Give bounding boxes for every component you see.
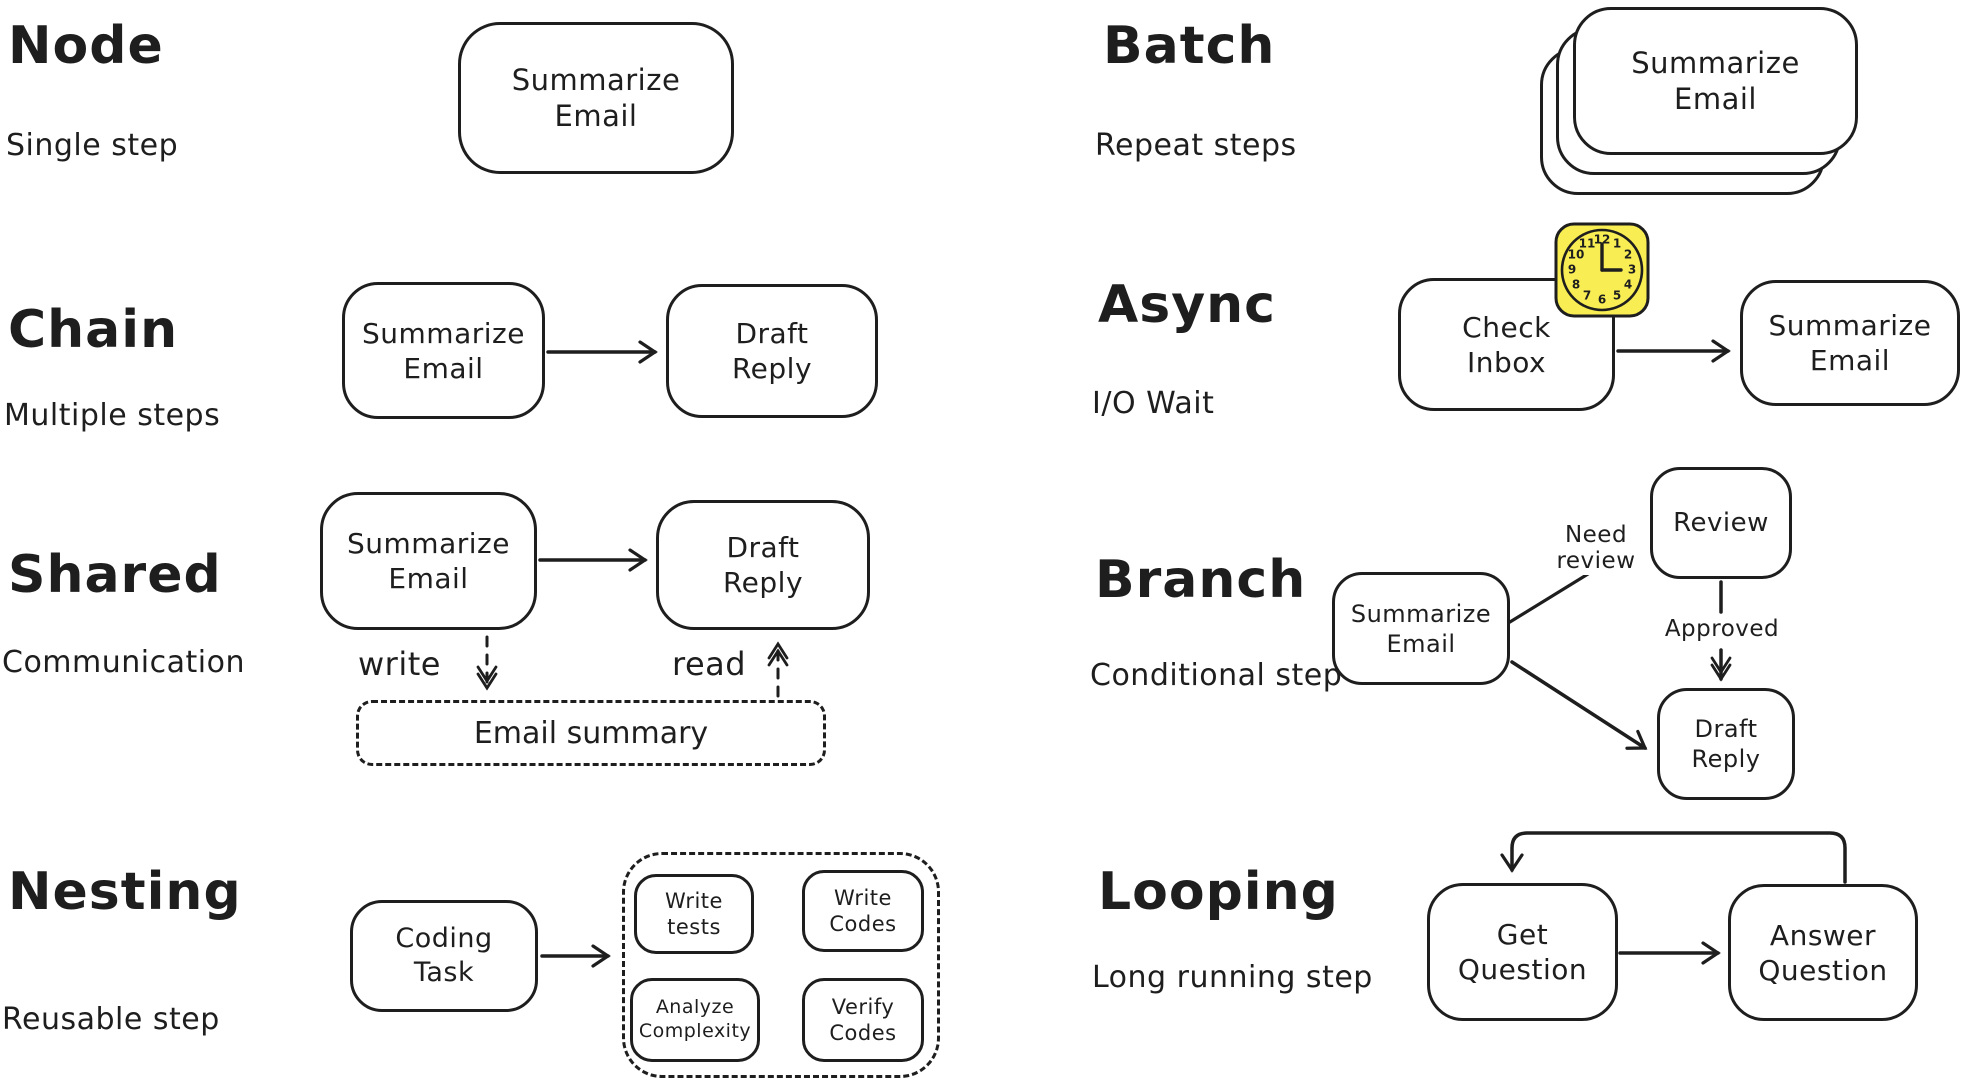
shared-title: Shared bbox=[8, 545, 222, 605]
clock-icon: 12 1 2 3 4 5 6 7 8 9 10 11 bbox=[1554, 222, 1650, 318]
node-subtitle: Single step bbox=[6, 128, 179, 163]
shared-box-draft-reply: Draft Reply bbox=[656, 500, 870, 630]
nesting-subtitle: Reusable step bbox=[2, 1002, 220, 1037]
branch-box-review: Review bbox=[1650, 467, 1792, 579]
async-box-summarize-email: Summarize Email bbox=[1740, 280, 1960, 406]
async-subtitle: I/O Wait bbox=[1092, 386, 1215, 421]
nesting-box-analyze-complexity: Analyze Complexity bbox=[630, 978, 760, 1062]
nesting-box-verify-codes: Verify Codes bbox=[802, 978, 924, 1062]
looping-box-answer-question: Answer Question bbox=[1728, 884, 1918, 1021]
branch-need-review-label: Need review bbox=[1546, 522, 1646, 575]
chain-subtitle: Multiple steps bbox=[4, 398, 221, 433]
shared-subtitle: Communication bbox=[2, 645, 245, 680]
branch-box-draft-reply: Draft Reply bbox=[1657, 688, 1795, 800]
svg-text:11: 11 bbox=[1579, 237, 1596, 251]
looping-loopback-arrow bbox=[1500, 831, 1847, 884]
node-title: Node bbox=[8, 16, 164, 76]
svg-text:7: 7 bbox=[1583, 289, 1591, 303]
svg-text:8: 8 bbox=[1572, 278, 1580, 292]
branch-box-summarize-email: Summarize Email bbox=[1332, 572, 1510, 685]
branch-subtitle: Conditional step bbox=[1090, 658, 1343, 693]
svg-text:1: 1 bbox=[1613, 237, 1621, 251]
looping-title: Looping bbox=[1098, 862, 1339, 922]
svg-text:2: 2 bbox=[1624, 248, 1632, 262]
svg-text:4: 4 bbox=[1624, 278, 1632, 292]
shared-write-label: write bbox=[358, 645, 441, 683]
shared-store-email-summary: Email summary bbox=[356, 700, 826, 766]
batch-subtitle: Repeat steps bbox=[1095, 128, 1297, 163]
svg-text:12: 12 bbox=[1594, 233, 1611, 247]
async-title: Async bbox=[1098, 275, 1276, 335]
chain-box-summarize-email: Summarize Email bbox=[342, 282, 545, 419]
node-box-summarize-email: Summarize Email bbox=[458, 22, 734, 174]
shared-read-label: read bbox=[672, 645, 747, 683]
looping-box-get-question: Get Question bbox=[1427, 883, 1618, 1021]
shared-box-summarize-email: Summarize Email bbox=[320, 492, 537, 630]
chain-box-draft-reply: Draft Reply bbox=[666, 284, 878, 418]
branch-title: Branch bbox=[1095, 550, 1307, 610]
nesting-box-write-tests: Write tests bbox=[634, 874, 754, 954]
branch-draft-arrow bbox=[1510, 660, 1648, 750]
svg-text:10: 10 bbox=[1568, 248, 1585, 262]
nesting-box-coding-task: Coding Task bbox=[350, 900, 538, 1012]
looping-subtitle: Long running step bbox=[1092, 960, 1373, 995]
chain-title: Chain bbox=[8, 300, 179, 360]
svg-text:5: 5 bbox=[1613, 289, 1621, 303]
svg-text:3: 3 bbox=[1628, 263, 1636, 277]
batch-title: Batch bbox=[1103, 16, 1276, 76]
svg-text:9: 9 bbox=[1568, 263, 1576, 277]
nesting-box-write-codes: Write Codes bbox=[802, 870, 924, 952]
svg-text:6: 6 bbox=[1598, 293, 1606, 307]
batch-card-summarize-email: Summarize Email bbox=[1573, 7, 1858, 155]
branch-approved-label: Approved bbox=[1652, 616, 1792, 643]
nesting-title: Nesting bbox=[8, 862, 242, 922]
